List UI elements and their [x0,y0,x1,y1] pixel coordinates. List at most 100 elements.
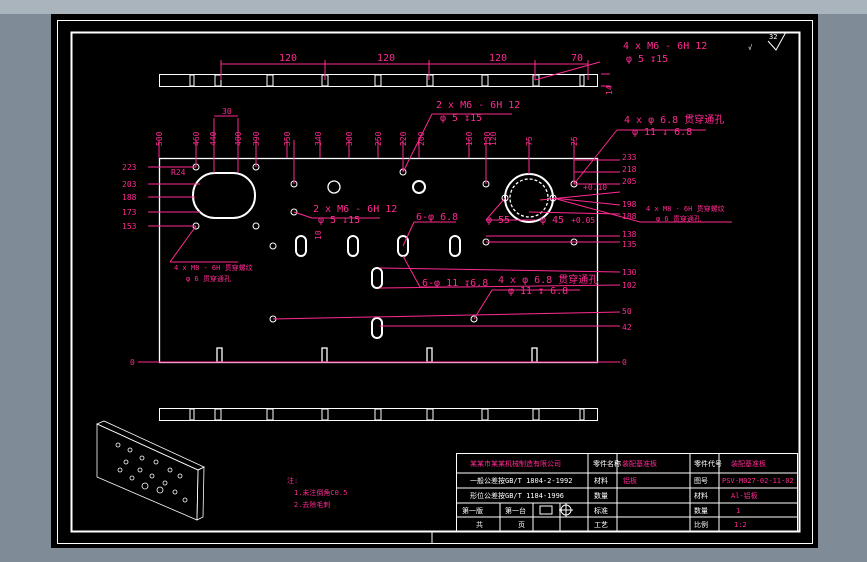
dim-col-120: 120 [489,131,498,146]
bottom-side-view [159,408,598,421]
tb-c3-9: 比例 [694,520,708,529]
dim-col-220: 220 [399,131,408,146]
notes-line1: 1.未注倒角C0.5 [294,488,347,497]
top-dimension-line [220,60,610,87]
tb-c2-2: 装配基准板 [622,459,657,468]
callout-mid-top-l1: 2 x M6 - 6H 12 [436,100,520,111]
callout-right-mid-l1: 4 x M8 - 6H 贯穿螺纹 [646,204,725,213]
holes [192,163,578,323]
callout-mid-top-l2: φ 5 ↧15 [440,113,482,124]
dim-col-130: 130 [483,131,492,146]
dim-30: 30 [222,107,232,116]
dim-col-250: 250 [374,131,383,146]
callout-leaders [169,113,732,320]
dim-14: 14 [605,85,614,95]
tb-company: 某某市某某机械制造有限公司 [470,459,561,468]
dim-col-200: 200 [417,131,426,146]
dim-120-b: 120 [377,53,395,64]
tb-c3-7: 数量 [694,506,708,515]
window-background [0,0,867,14]
callout-mid-l1: 2 x M6 - 6H 12 [313,204,397,215]
dim-row-50: 50 [622,307,632,316]
notes-title: 注: [287,476,298,485]
dim-row-135: 135 [622,240,637,249]
callout-4x-lower-l1: 4 x φ 6.8 贯穿通孔 [498,273,598,286]
tb-c3-2: 装配基准板 [731,459,766,468]
dim-col-340: 340 [314,131,323,146]
svg-text:32: 32 [769,33,777,41]
dim-row-218: 218 [622,165,637,174]
column-dim-leaders [158,115,575,184]
tb-drawing-number: PSV-M027-02-11-02 [722,477,794,485]
inner-frame [70,31,801,533]
dim-col-25: 25 [570,136,579,146]
tb-std2: 形位公差按GB/T 1184-1996 [470,491,564,500]
dim-phi-45: φ 45 [540,215,564,226]
tb-part: 第一台 [505,506,526,515]
callout-6-phi-11: 6-φ 11 ↧6.8 [422,278,488,289]
callout-6-phi-6-8: 6-φ 6.8 [416,212,458,223]
tb-c3-5: 材料 [694,491,708,500]
tb-c3-1: 零件代号 [694,459,722,468]
row-dim-leaders-left [148,166,200,227]
callout-4x-right-l1: 4 x φ 6.8 贯穿通孔 [624,113,724,126]
dim-col-390: 390 [252,131,261,146]
dim-col-300: 300 [345,131,354,146]
dim-row-205: 205 [622,177,637,186]
top-callout-line2: φ 5 ↧15 [626,54,668,65]
tb-std1: 一般公差按GB/T 1804-2-1992 [470,476,572,485]
dim-row-173: 173 [122,208,137,217]
tb-c3-6: Al-铝板 [731,491,758,500]
callout-4x-lower-l2: φ 11 ↧ 6.8 [508,286,568,297]
top-callout-line1: 4 x M6 - 6H 12 [623,41,707,52]
dim-120-c: 120 [489,53,507,64]
notes: 注: 1.未注倒角C0.5 2.去除毛刺 [287,476,347,509]
dim-row-130: 130 [622,268,637,277]
dim-col-350: 350 [283,131,292,146]
tb-c2-1: 零件名称 [593,459,621,468]
tb-c2-5: 数量 [594,491,608,500]
callout-4x-right-l2: φ 11 ↧ 6.8 [632,127,692,138]
dim-col-75: 75 [525,136,534,146]
tb-c2-4: 铝板 [623,476,637,485]
title-block [456,453,798,532]
tb-c2-3: 材料 [594,476,608,485]
zero-left: 0 [130,358,135,367]
dim-70: 70 [571,53,583,64]
dim-10: 10 [314,230,323,240]
outer-frame [57,20,813,544]
isometric-thumbnail [96,420,205,521]
roughness-dot: √ [748,44,753,52]
dim-col-400: 400 [234,131,243,146]
dim-col-160: 160 [465,131,474,146]
zero-right: 0 [622,358,627,367]
tb-c3-3: 图号 [694,477,708,485]
dim-120-a: 120 [279,53,297,64]
notes-line2: 2.去除毛刺 [294,500,330,509]
main-plate [158,157,599,364]
dim-row-188: 188 [122,193,137,202]
tb-c3-8: 1 [736,507,740,515]
dim-row-138: 138 [622,230,637,239]
dim-row-153: 153 [122,222,137,231]
tb-bottom1: 共 [476,520,483,529]
roughness-symbol: 32 √ [748,31,787,52]
top-side-view [159,74,598,87]
callout-left-bottom-l2: φ 6 贯穿通孔 [186,274,231,283]
callout-left-bottom-l1: 4 x M8 - 6H 贯穿螺纹 [174,263,253,272]
dim-row-203: 203 [122,180,137,189]
dim-row-42: 42 [622,323,632,332]
dim-col-500: 500 [155,131,164,146]
dim-row-102: 102 [622,281,637,290]
dim-row-188-right: 188 [622,212,637,221]
dim-tol-side: +0.10 [583,183,607,192]
dim-phi-55: φ 55 [486,215,510,226]
dim-r24: R24 [171,168,186,177]
dim-col-440: 440 [209,131,218,146]
callout-mid-l2: φ 5 ↧15 [318,215,360,226]
callout-right-mid-l2: φ 6 贯穿通孔 [656,214,701,223]
dim-row-198: 198 [622,200,637,209]
dim-phi-45-tol: +0.05 [571,216,595,225]
tb-scale: 第一版 [462,506,483,515]
